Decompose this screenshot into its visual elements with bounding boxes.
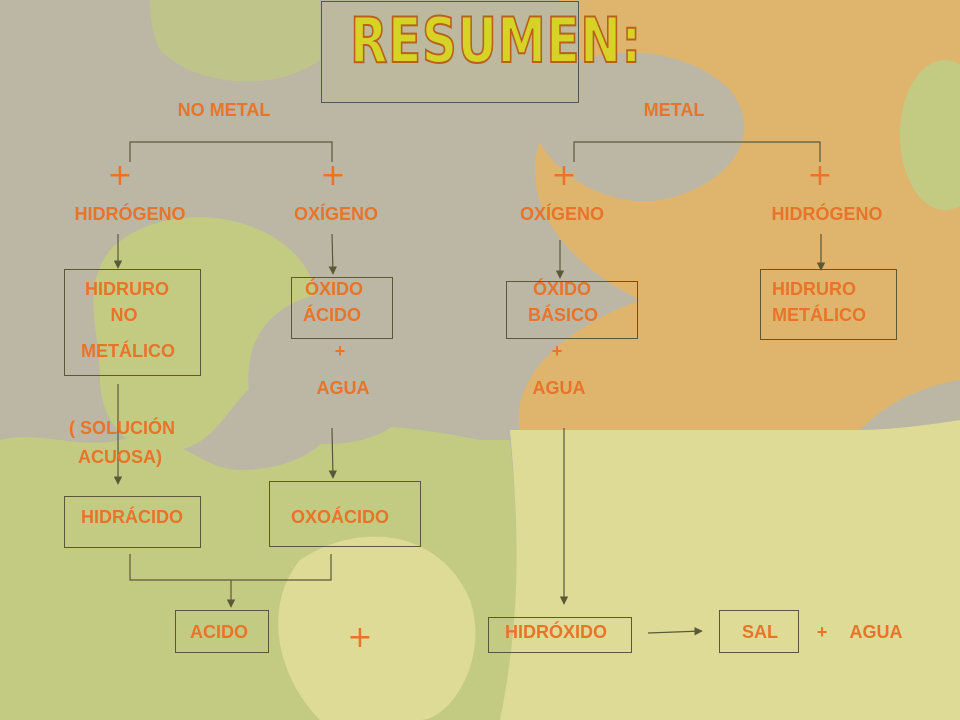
- oxigeno-no-metal: OXÍGENO: [293, 204, 379, 224]
- title-box: RESUMEN:: [321, 1, 642, 103]
- page-title: RESUMEN:: [349, 4, 642, 77]
- plus-sign-acido-hidroxido: +: [347, 620, 373, 655]
- solucion-acuosa-line1: ( SOLUCIÓN: [69, 418, 175, 438]
- yellow-puzzle-piece: [500, 420, 960, 720]
- sal-box: [719, 610, 799, 653]
- oxido-acido-box: [291, 277, 393, 339]
- agua-metal: AGUA: [532, 378, 586, 398]
- plus-agua-no-metal: +: [334, 341, 346, 361]
- hidruro-metalico-box: [760, 269, 897, 340]
- hidruro-no-metalico-line3: METÁLICO: [81, 341, 175, 361]
- oxido-basico-line2: BÁSICO: [527, 305, 599, 325]
- hidruro-no-metalico-line2: NO: [110, 305, 138, 325]
- hidracido-label: HIDRÁCIDO: [81, 507, 183, 527]
- plus-sign: +: [107, 158, 133, 193]
- oxido-basico-box: [506, 281, 638, 339]
- solucion-acuosa-line2: ACUOSA): [78, 447, 162, 467]
- oxido-acido-line1: ÓXIDO: [305, 279, 364, 299]
- hidroxido-box: [488, 617, 632, 653]
- agua-result: AGUA: [849, 622, 903, 642]
- hidruro-no-metalico-box: [64, 269, 201, 376]
- agua-no-metal: AGUA: [316, 378, 370, 398]
- sal-label: SAL: [742, 622, 778, 642]
- plus-sign: +: [320, 158, 346, 193]
- gray-blob-top: [529, 52, 745, 202]
- green-blob-left: [93, 217, 317, 452]
- hidracido-box: [64, 496, 201, 548]
- hidroxido-label: HIDRÓXIDO: [504, 622, 608, 642]
- acido-box: [175, 610, 269, 653]
- hidruro-no-metalico-line1: HIDRURO: [85, 279, 169, 299]
- metal-heading: METAL: [643, 100, 705, 120]
- oxoacido-label: OXOÁCIDO: [290, 507, 390, 527]
- hidruro-metalico-line1: HIDRURO: [772, 279, 856, 299]
- plus-sal-agua: +: [816, 622, 828, 642]
- oxido-basico-line1: ÓXIDO: [532, 279, 592, 299]
- plus-sign: +: [807, 158, 833, 193]
- oxido-acido-line2: ÁCIDO: [303, 305, 361, 325]
- yellow-blob-bottom: [278, 536, 476, 720]
- plus-sign: +: [551, 158, 577, 193]
- hidruro-metalico-line2: METÁLICO: [772, 305, 866, 325]
- oxoacido-box: [269, 481, 421, 547]
- plus-agua-metal: +: [551, 341, 563, 361]
- hidrogeno-metal: HIDRÓGENO: [771, 204, 883, 224]
- hidrogeno-no-metal: HIDRÓGENO: [74, 204, 186, 224]
- oxigeno-metal: OXÍGENO: [519, 204, 605, 224]
- gray-blob-mid: [248, 292, 418, 444]
- acido-label: ACIDO: [190, 622, 248, 642]
- green-blob-top: [150, 0, 320, 82]
- no-metal-heading: NO METAL: [177, 100, 271, 120]
- green-blob-right: [900, 60, 960, 210]
